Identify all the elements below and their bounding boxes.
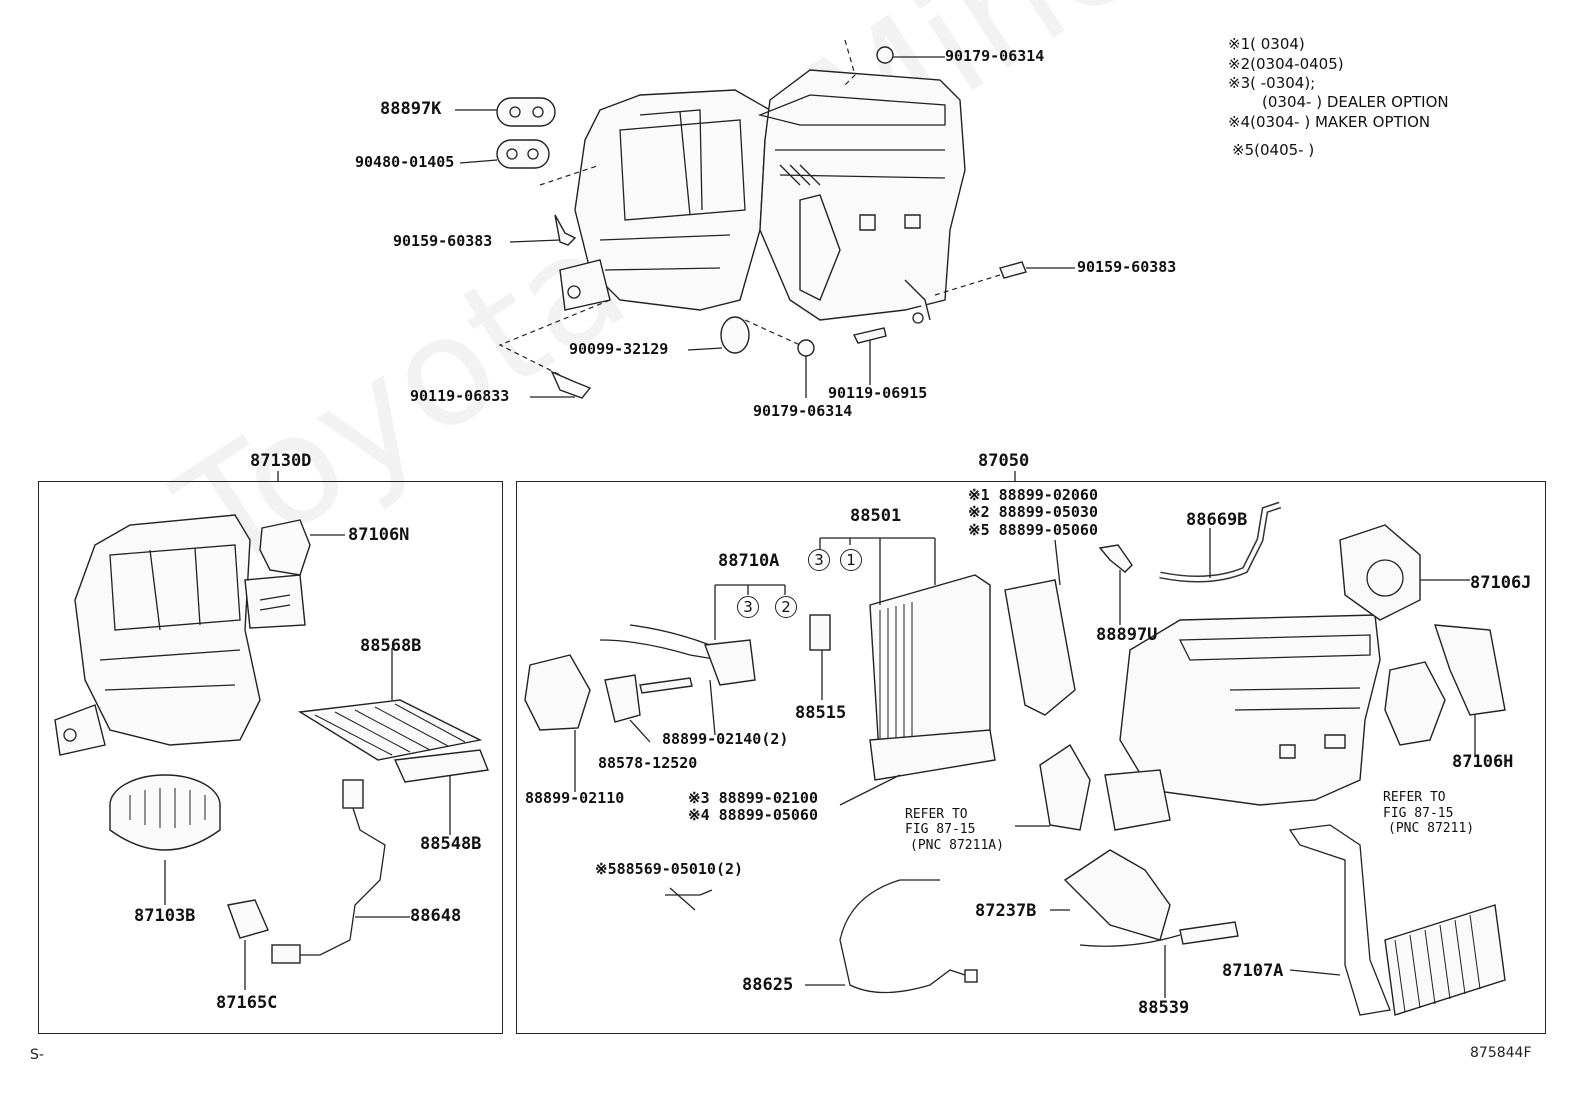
- right-assembly-frame: [516, 481, 1546, 1034]
- part-label-90159-60383-right[interactable]: 90159-60383: [1077, 258, 1177, 276]
- part-label-90159-60383-left[interactable]: 90159-60383: [393, 232, 493, 250]
- part-label-88669B[interactable]: 88669B: [1186, 510, 1248, 530]
- refer-note-right-line2: FIG 87-15: [1383, 806, 1454, 821]
- part-label-87106H[interactable]: 87106H: [1452, 752, 1514, 772]
- part-label-88710A[interactable]: 88710A: [718, 551, 780, 571]
- top-fasteners: [455, 46, 1075, 399]
- left-assembly-frame: [38, 481, 503, 1034]
- circled-marker-1: 1: [840, 549, 862, 571]
- part-label-87107A[interactable]: 87107A: [1222, 961, 1284, 981]
- part-label-87106N[interactable]: 87106N: [348, 525, 410, 545]
- legend-mark: ※3: [1228, 74, 1251, 92]
- page-prefix: S-: [30, 1047, 44, 1063]
- assembly-label-87050[interactable]: 87050: [978, 451, 1030, 471]
- part-label-88539[interactable]: 88539: [1138, 998, 1190, 1018]
- diagram-code: 875844F: [1470, 1045, 1532, 1061]
- refer-note-right-line3: (PNC 87211): [1388, 821, 1475, 836]
- circled-marker-3-pipe: 3: [737, 596, 759, 618]
- legend-row-6: ※5(0405- ): [1232, 143, 1314, 158]
- part-label-87106J[interactable]: 87106J: [1470, 573, 1532, 593]
- legend-row-2: ※2(0304-0405): [1228, 57, 1344, 72]
- part-label-88899-02060[interactable]: ※1 88899-02060: [968, 486, 1098, 504]
- part-label-90179-06314-top[interactable]: 90179-06314: [945, 47, 1045, 65]
- refer-note-left-line1: REFER TO: [905, 807, 968, 822]
- part-label-88897U[interactable]: 88897U: [1096, 625, 1158, 645]
- main-unit-drawing: [498, 39, 1001, 376]
- circled-marker-2: 2: [775, 596, 797, 618]
- part-label-88899-05030[interactable]: ※2 88899-05030: [968, 503, 1098, 521]
- legend-mark: ※1: [1228, 35, 1251, 53]
- part-label-88899-02100[interactable]: ※3 88899-02100: [688, 789, 818, 807]
- part-label-90119-06915[interactable]: 90119-06915: [828, 384, 928, 402]
- part-label-88899-05060-a[interactable]: ※5 88899-05060: [968, 521, 1098, 539]
- part-label-88569-05010[interactable]: ※588569-05010(2): [595, 860, 744, 878]
- legend-row-4: (0304- ) DEALER OPTION: [1262, 95, 1449, 110]
- part-label-90179-06314-bottom[interactable]: 90179-06314: [753, 402, 853, 420]
- legend-text: (0304-0405): [1250, 55, 1344, 73]
- part-label-88548B[interactable]: 88548B: [420, 834, 482, 854]
- part-label-87237B[interactable]: 87237B: [975, 901, 1037, 921]
- part-label-88515[interactable]: 88515: [795, 703, 847, 723]
- assembly-label-87130D[interactable]: 87130D: [250, 451, 312, 471]
- left-box-drawing: [54, 471, 489, 990]
- part-label-88899-02140[interactable]: 88899-02140(2): [662, 730, 789, 748]
- part-label-88899-05060-b[interactable]: ※4 88899-05060: [688, 806, 818, 824]
- part-label-90119-06833[interactable]: 90119-06833: [410, 387, 510, 405]
- part-label-88897K[interactable]: 88897K: [380, 99, 442, 119]
- part-label-90480-01405[interactable]: 90480-01405: [355, 153, 455, 171]
- legend-mark: ※4: [1228, 113, 1251, 131]
- part-label-88578-12520[interactable]: 88578-12520: [598, 754, 698, 772]
- legend-text: (0405- ): [1254, 141, 1315, 159]
- refer-note-right-line1: REFER TO: [1383, 790, 1446, 805]
- part-label-88899-02110[interactable]: 88899-02110: [525, 789, 625, 807]
- part-label-87103B[interactable]: 87103B: [134, 906, 196, 926]
- legend-text: (0304- ) DEALER OPTION: [1262, 93, 1449, 111]
- right-box-drawing: [524, 471, 1506, 1016]
- legend-mark: ※2: [1228, 55, 1251, 73]
- refer-note-left-line2: FIG 87-15: [905, 822, 976, 837]
- legend-text: ( -0304);: [1250, 74, 1316, 92]
- legend-mark: ※5: [1232, 141, 1255, 159]
- part-label-87165C[interactable]: 87165C: [216, 993, 278, 1013]
- legend-row-1: ※1( 0304): [1228, 37, 1305, 52]
- part-label-88625[interactable]: 88625: [742, 975, 794, 995]
- legend-row-3: ※3( -0304);: [1228, 76, 1315, 91]
- part-label-90099-32129[interactable]: 90099-32129: [569, 340, 669, 358]
- refer-note-left-line3: (PNC 87211A): [910, 838, 1004, 853]
- part-label-88501[interactable]: 88501: [850, 506, 902, 526]
- circled-marker-3-evap: 3: [808, 549, 830, 571]
- legend-text: (0304- ) MAKER OPTION: [1250, 113, 1431, 131]
- legend-text: ( 0304): [1250, 35, 1305, 53]
- part-label-88568B[interactable]: 88568B: [360, 636, 422, 656]
- legend-row-5: ※4(0304- ) MAKER OPTION: [1228, 115, 1430, 130]
- part-label-88648[interactable]: 88648: [410, 906, 462, 926]
